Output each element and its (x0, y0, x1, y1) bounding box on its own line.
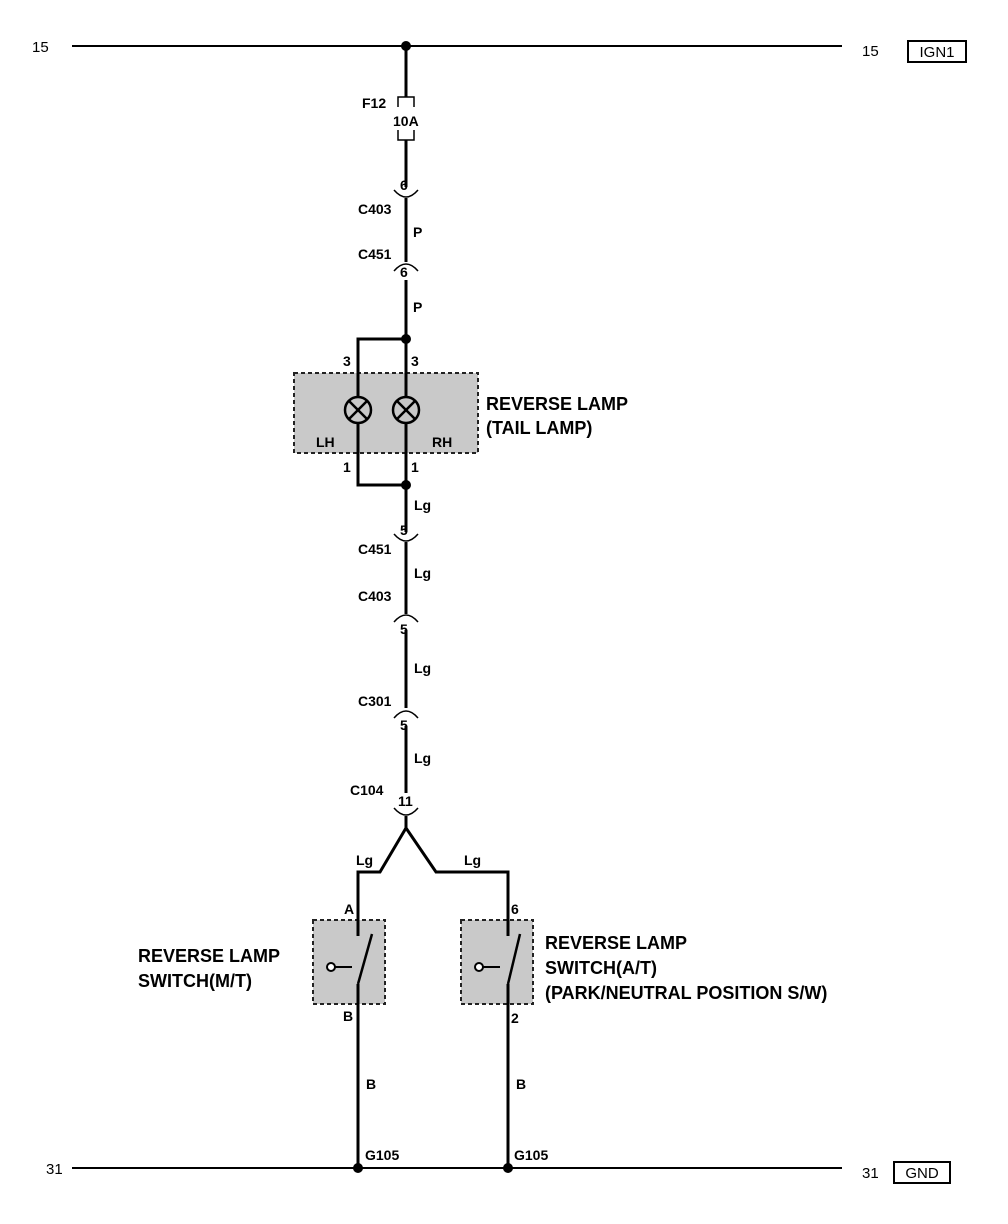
c403-top-pin: 6 (400, 177, 408, 193)
wire-color-lg3: Lg (414, 660, 431, 676)
lamp-title-line2: (TAIL LAMP) (486, 418, 592, 438)
connector-c451-bottom: 5 C451 (358, 522, 419, 557)
switch-at-blade-icon (506, 933, 522, 985)
lamp-rh-label: RH (432, 434, 452, 450)
c451-bottom-name: C451 (358, 541, 392, 557)
lamp-lh-top-pin: 3 (343, 353, 351, 369)
bottom-rail-left-label: 31 (46, 1161, 63, 1178)
wire-color-lg1: Lg (414, 497, 431, 513)
connector-c403-top: 6 C403 (358, 177, 419, 217)
lamp-lh-label: LH (316, 434, 335, 450)
top-rail-right-label: 15 (862, 43, 879, 60)
connector-c301: C301 5 (358, 693, 419, 733)
c403-bottom-pin: 5 (400, 621, 408, 637)
reverse-lamp-switch-at: 6 2 B REVERSE LAMP SWITCH(A/T) (PARK/NEU… (460, 901, 827, 1168)
wire-color-b-left: B (366, 1076, 376, 1092)
c301-pin: 5 (400, 717, 408, 733)
switch-at-contact-icon (474, 962, 484, 972)
lh-bulb-icon (343, 395, 373, 425)
lamp-rh-top-pin: 3 (411, 353, 419, 369)
connector-c104: C104 11 (350, 782, 419, 816)
bottom-rail: 31 31 GND G105 G105 (46, 1147, 951, 1184)
top-rail: 15 15 IGN1 (32, 39, 967, 63)
switch-mt-contact-icon (326, 962, 336, 972)
lamp-lh-bottom-pin: 1 (343, 459, 351, 475)
ground-right-junction (503, 1163, 513, 1173)
ground-left-junction (353, 1163, 363, 1173)
ground-right-label: G105 (514, 1147, 548, 1163)
gnd-tag: GND (905, 1165, 939, 1182)
ign1-tag-box (907, 40, 967, 63)
switch-mt-blade-icon (356, 933, 374, 985)
switch-at-top-pin: 6 (511, 901, 519, 917)
wire-color-p1: P (413, 224, 422, 240)
c451-bottom-pin: 5 (400, 522, 408, 538)
c451-top-name: C451 (358, 246, 392, 262)
lamp-housing (293, 372, 479, 454)
wire-color-p2: P (413, 299, 422, 315)
switch-at-title-line2: SWITCH(A/T) (545, 958, 657, 978)
switch-mt-title-line2: SWITCH(M/T) (138, 971, 252, 991)
switch-mt-bottom-pin: B (343, 1008, 353, 1024)
fuse-name: F12 (362, 95, 386, 111)
gnd-tag-box (893, 1161, 951, 1184)
wire-color-b-right: B (516, 1076, 526, 1092)
wire-color-lg-right: Lg (464, 852, 481, 868)
bottom-rail-right-label: 31 (862, 1165, 879, 1182)
c104-name: C104 (350, 782, 384, 798)
wire-color-lg4: Lg (414, 750, 431, 766)
fuse-rating: 10A (393, 113, 419, 129)
switch-mt-housing (312, 919, 386, 1005)
switch-mt-top-pin: A (344, 901, 354, 917)
ground-left-label: G105 (365, 1147, 399, 1163)
switch-at-bottom-pin: 2 (511, 1010, 519, 1026)
switch-at-title-line1: REVERSE LAMP (545, 933, 687, 953)
switch-mt-title-line1: REVERSE LAMP (138, 946, 280, 966)
rh-bulb-icon (391, 395, 421, 425)
ign1-tag: IGN1 (919, 44, 954, 61)
c403-top-name: C403 (358, 201, 392, 217)
wire-color-lg-left: Lg (356, 852, 373, 868)
c301-name: C301 (358, 693, 392, 709)
switch-feed-wire: Lg 5 C451 Lg C403 5 Lg C301 5 Lg C104 11 (350, 485, 510, 918)
fuse-f12: F12 10A (362, 95, 419, 141)
connector-c451-top: C451 6 (358, 246, 419, 280)
switch-at-title-line3: (PARK/NEUTRAL POSITION S/W) (545, 983, 827, 1003)
wire-color-lg2: Lg (414, 565, 431, 581)
reverse-lamp-assembly: 3 3 LH RH 1 1 REVERSE LAMP (TAIL LAMP) (293, 337, 628, 490)
connector-c403-bottom: C403 5 (358, 588, 419, 637)
switch-at-housing (460, 919, 534, 1005)
c451-top-pin: 6 (400, 264, 408, 280)
lamp-rh-bottom-pin: 1 (411, 459, 419, 475)
lamp-title-line1: REVERSE LAMP (486, 394, 628, 414)
reverse-lamp-switch-mt: A B B REVERSE LAMP SWITCH(M/T) (138, 901, 386, 1168)
top-rail-left-label: 15 (32, 39, 49, 56)
main-feed-wire: F12 10A 6 C403 P C451 6 P (358, 46, 422, 344)
c104-pin: 11 (398, 793, 413, 809)
c403-bottom-name: C403 (358, 588, 392, 604)
